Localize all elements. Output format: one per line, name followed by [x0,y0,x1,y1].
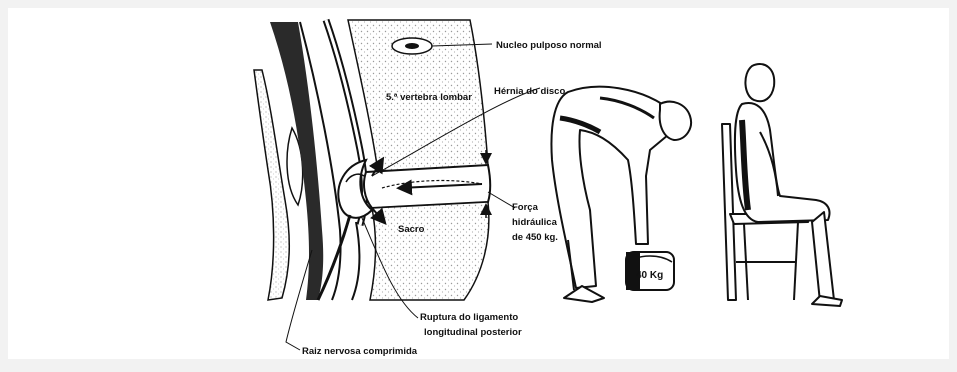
label-forca-3: de 450 kg. [512,232,558,243]
label-sacro: Sacro [398,224,425,235]
label-vertebra: 5.ª vertebra lombar [386,92,472,103]
label-hernia: Hérnia do disco [494,86,565,97]
label-peso: 40 Kg [636,270,663,281]
label-raiz: Raiz nervosa comprimida [302,346,418,357]
label-forca-1: Força [512,202,539,213]
label-ruptura-1: Ruptura do ligamento [420,312,518,323]
label-ruptura-2: longitudinal posterior [424,327,522,338]
label-forca-2: hidráulica [512,217,558,228]
label-nucleo: Nucleo pulposo normal [496,40,602,51]
sacrum [370,202,489,300]
